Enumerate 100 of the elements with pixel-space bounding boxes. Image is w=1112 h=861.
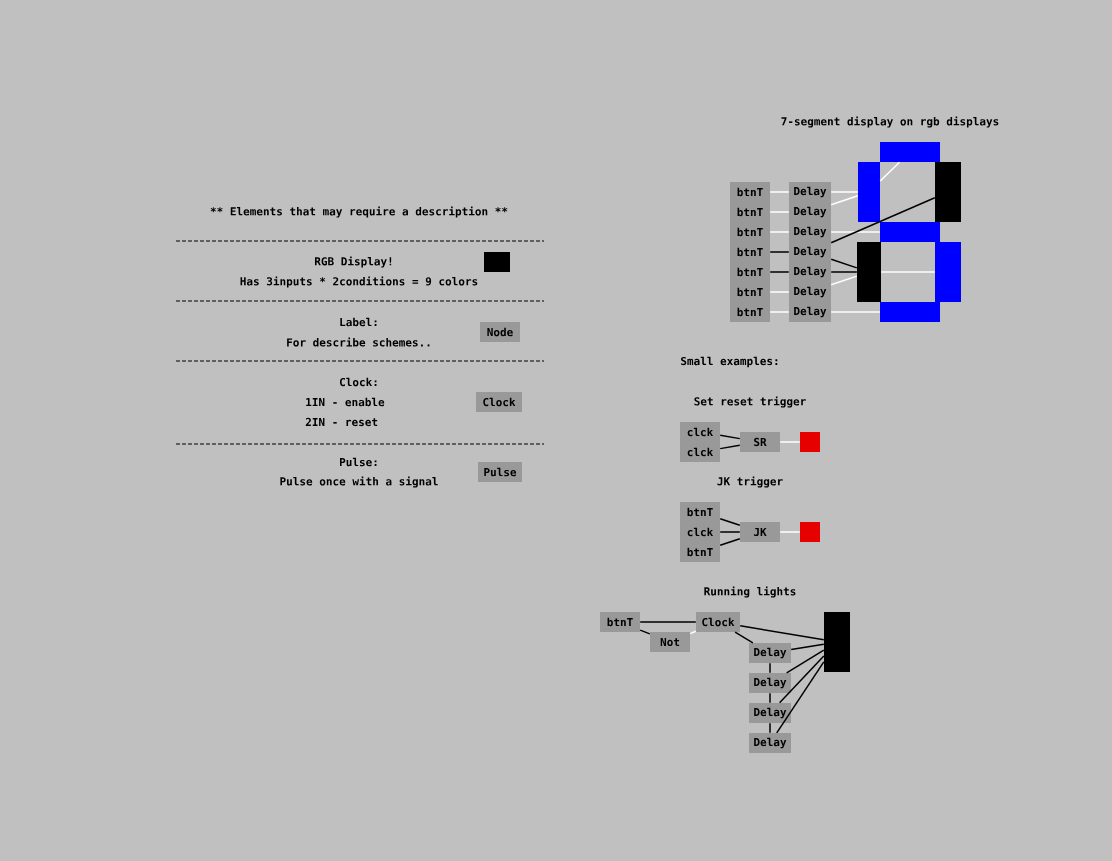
pulse-block: Pulse (478, 462, 522, 482)
wire (769, 291, 790, 293)
example-title: Running lights (704, 586, 796, 598)
button-block: btnT (730, 202, 770, 222)
wire (779, 531, 801, 533)
node-label: btnT (737, 207, 763, 217)
wire (779, 441, 801, 443)
example-title: Set reset trigger (694, 396, 806, 408)
wire (830, 271, 858, 273)
lamp-block (800, 522, 820, 542)
wire (769, 662, 771, 674)
display-segment (880, 302, 940, 322)
wire (719, 444, 741, 450)
button-block: btnT (730, 242, 770, 262)
item-title: Label: (340, 317, 377, 327)
wire (639, 629, 651, 635)
wire (785, 649, 825, 674)
node-label: btnT (737, 227, 763, 237)
node-label: Delay (794, 186, 827, 198)
clock-block: clck (680, 522, 720, 542)
node-label: btnT (737, 187, 763, 197)
clock-block: Clock (476, 392, 522, 412)
node-label: btnT (737, 307, 763, 317)
wire (830, 231, 881, 233)
wire (776, 661, 825, 734)
display-segment (935, 242, 961, 302)
wire (769, 692, 771, 704)
display-segment (858, 162, 880, 222)
delay-block: Delay (749, 643, 791, 663)
example-title: JK trigger (717, 476, 783, 488)
button-block: btnT (730, 282, 770, 302)
delay-block: Delay (789, 262, 831, 282)
delay-block: Delay (749, 733, 791, 753)
description-text: Has 3inputs * 2conditions = 9 colors (240, 276, 478, 288)
wire (689, 630, 697, 635)
section-heading: 7-segment display on rgb displays (781, 116, 999, 128)
wire (879, 161, 901, 182)
wire (639, 621, 697, 623)
wire (880, 271, 936, 273)
node-label: btnT (687, 547, 713, 557)
wire (830, 275, 858, 286)
wire (769, 251, 790, 253)
display-segment (857, 242, 881, 302)
button-block: btnT (600, 612, 640, 632)
wire (830, 191, 859, 193)
description-text: 2IN - reset (305, 417, 378, 427)
section-heading: ** Elements that may require a description ** (210, 206, 508, 218)
node-label: btnT (737, 267, 763, 277)
wire (769, 722, 771, 734)
delay-block: Delay (789, 222, 831, 242)
display-block (484, 252, 510, 272)
wire (830, 311, 881, 313)
button-block: btnT (730, 222, 770, 242)
section-heading: Small examples: (681, 356, 778, 368)
wire (719, 518, 741, 526)
wire (719, 434, 741, 440)
description-text: 1IN - enable (306, 397, 385, 407)
label-block: Node (480, 322, 520, 342)
node-label: clck (687, 447, 714, 457)
node-label: Delay (794, 206, 827, 218)
delay-block: Delay (789, 282, 831, 302)
node-label: Delay (794, 286, 827, 298)
button-block: btnT (730, 302, 770, 322)
node-label: btnT (737, 287, 763, 297)
wire (830, 195, 859, 206)
delay-block: Delay (789, 302, 831, 322)
trigger-block: SR (740, 432, 780, 452)
wire (719, 538, 741, 546)
wire (769, 271, 790, 273)
wire (769, 231, 790, 233)
clock-block: Clock (696, 612, 740, 632)
wire (734, 631, 754, 644)
wire (769, 311, 790, 313)
trigger-block: JK (740, 522, 780, 542)
node-label: Delay (794, 306, 827, 318)
button-block: btnT (730, 262, 770, 282)
item-title: Pulse: (340, 457, 377, 467)
delay-block: Delay (789, 242, 831, 262)
delay-block: Delay (749, 703, 791, 723)
description-text: Pulse once with a signal (280, 476, 438, 488)
clock-block: clck (680, 422, 720, 442)
button-block: btnT (680, 502, 720, 522)
node-label: btnT (687, 507, 713, 517)
node-label: clck (687, 427, 714, 437)
display-segment (880, 142, 940, 162)
item-title: RGB Display! (315, 256, 392, 268)
node-label: clck (687, 527, 714, 537)
button-block: btnT (680, 542, 720, 562)
wire (769, 211, 790, 213)
lamp-block (800, 432, 820, 452)
display-block (824, 612, 850, 672)
clock-block: clck (680, 442, 720, 462)
display-segment (880, 222, 940, 242)
delay-block: Delay (789, 202, 831, 222)
wire (719, 531, 741, 533)
wire (790, 643, 825, 651)
node-label: btnT (737, 247, 763, 257)
wire (769, 191, 790, 193)
node-label: Delay (794, 246, 827, 258)
node-label: Delay (794, 226, 827, 238)
